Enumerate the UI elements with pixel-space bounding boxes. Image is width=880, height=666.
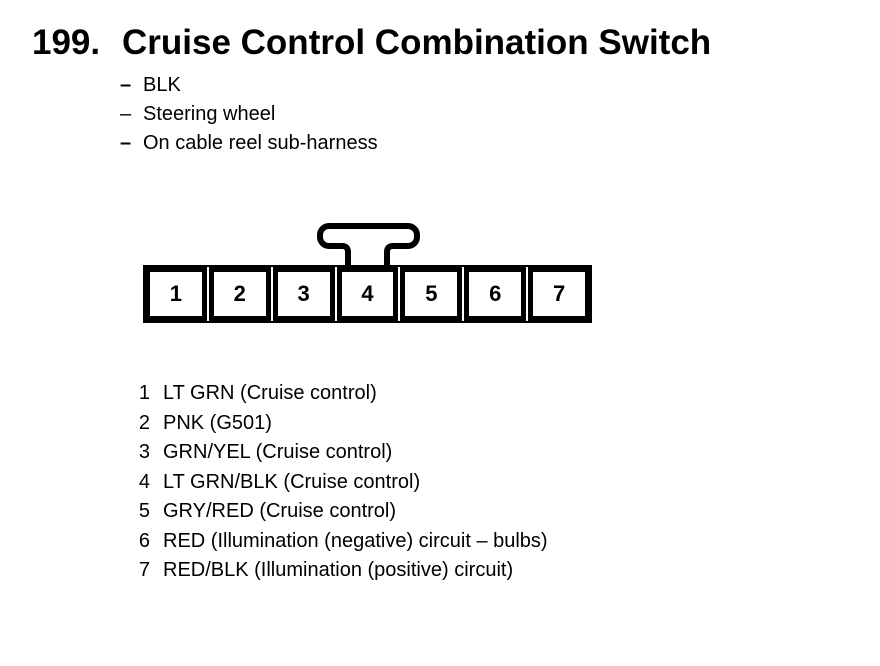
pin-label: PNK (G501) bbox=[163, 411, 272, 434]
pin-list-item: 7 RED/BLK (Illumination (positive) circu… bbox=[128, 556, 548, 586]
connector-diagram: 1 2 3 4 5 6 7 bbox=[143, 222, 592, 323]
figure-title: Cruise Control Combination Switch bbox=[122, 23, 712, 62]
connector-cavity-2: 2 bbox=[208, 267, 271, 321]
connector-cavity-1: 1 bbox=[145, 267, 207, 321]
cavity-number: 7 bbox=[552, 281, 566, 306]
pin-number: 3 bbox=[138, 441, 150, 463]
connector-notes: – BLK – Steering wheel – On cable reel s… bbox=[120, 71, 378, 158]
pin-label: RED (Illumination (negative) circuit – b… bbox=[163, 529, 548, 552]
connector-cavity-5: 5 bbox=[400, 267, 463, 321]
cavity-number: 3 bbox=[297, 281, 310, 306]
pin-list-item: 4 LT GRN/BLK (Cruise control) bbox=[128, 468, 548, 498]
note-text: On cable reel sub-harness bbox=[143, 132, 378, 154]
connector-cavity-6: 6 bbox=[464, 267, 527, 321]
cavity-number: 2 bbox=[233, 281, 246, 306]
page-title: 199. Cruise Control Combination Switch bbox=[32, 25, 711, 60]
figure-number: 199. bbox=[32, 23, 101, 62]
dash-bullet: – bbox=[120, 132, 132, 154]
note-item: – Steering wheel bbox=[120, 100, 378, 129]
pin-list-item: 1 LT GRN (Cruise control) bbox=[128, 379, 548, 409]
pin-label: GRY/RED (Cruise control) bbox=[163, 500, 397, 522]
note-item: – BLK bbox=[120, 71, 378, 100]
pin-label: RED/BLK (Illumination (positive) circuit… bbox=[163, 559, 514, 581]
dash-bullet: – bbox=[120, 74, 132, 96]
connector-cavity-4: 4 bbox=[336, 267, 399, 321]
pin-list-item: 3 GRN/YEL (Cruise control) bbox=[128, 438, 548, 468]
pin-number: 1 bbox=[138, 382, 150, 404]
note-text: BLK bbox=[143, 74, 181, 96]
connector-cavity-3: 3 bbox=[272, 267, 335, 321]
pin-number: 6 bbox=[138, 529, 150, 552]
connector-cavity-7: 7 bbox=[528, 267, 591, 321]
cavity-number: 4 bbox=[361, 281, 374, 306]
note-item: – On cable reel sub-harness bbox=[120, 129, 378, 158]
note-text: Steering wheel bbox=[143, 103, 276, 125]
pin-label: LT GRN/BLK (Cruise control) bbox=[163, 470, 421, 493]
pin-number: 4 bbox=[138, 470, 150, 493]
pin-number: 2 bbox=[138, 411, 150, 434]
dash-bullet: – bbox=[120, 103, 132, 125]
pin-number: 7 bbox=[138, 559, 150, 581]
pin-number: 5 bbox=[138, 500, 150, 522]
pin-list: 1 LT GRN (Cruise control) 2 PNK (G501) 3… bbox=[128, 379, 548, 586]
cavity-number: 5 bbox=[425, 281, 438, 306]
connector-body: 1 2 3 4 5 6 7 bbox=[143, 265, 592, 323]
pin-list-item: 2 PNK (G501) bbox=[128, 409, 548, 439]
pin-label: GRN/YEL (Cruise control) bbox=[163, 441, 393, 463]
cavity-number: 1 bbox=[169, 281, 183, 306]
pin-list-item: 5 GRY/RED (Cruise control) bbox=[128, 497, 548, 527]
cavity-number: 6 bbox=[489, 281, 502, 306]
pin-list-item: 6 RED (Illumination (negative) circuit –… bbox=[128, 527, 548, 557]
pin-label: LT GRN (Cruise control) bbox=[163, 382, 377, 404]
connector-lock-tab-icon bbox=[317, 223, 420, 269]
